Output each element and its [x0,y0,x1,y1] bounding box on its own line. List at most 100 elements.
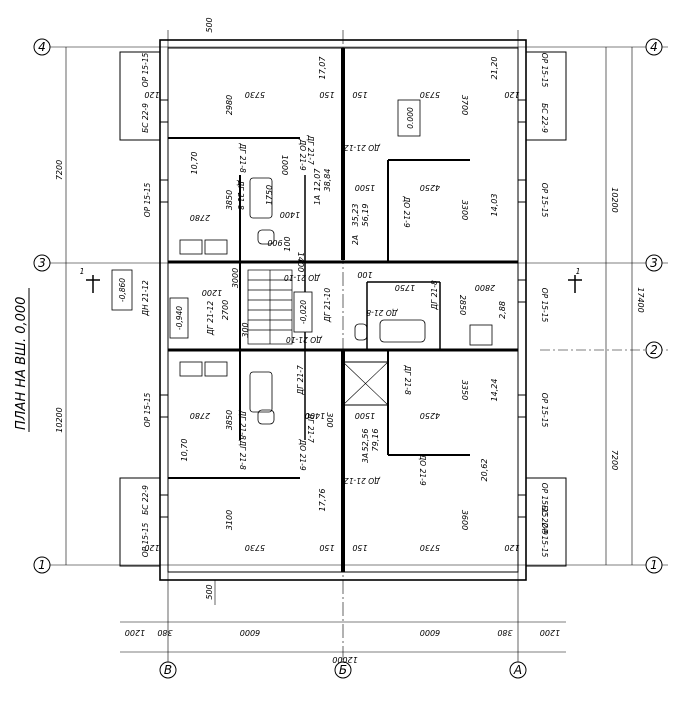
area-13: 17,76 [318,489,327,512]
win-lbl-9: ОР 15-15 [141,522,150,557]
dim-r-22: 1750 [395,283,415,292]
axis-left-1: 1 [38,558,46,572]
dims-outer-left: 7200 10200 [55,160,64,433]
fixtures [179,177,493,425]
dim-r-39: 100 [357,270,372,279]
area-0: 17,07 [318,56,327,80]
win-lbl-10: ОР 15-15 [540,523,549,558]
dim-r-36: 5730 [420,543,440,552]
level-markers: 0.000 -0,860 -0,940 -0,020 [111,99,421,339]
dim-r-23: 2850 [458,295,467,315]
internal-walls [168,48,518,572]
axis-bubbles [33,38,663,679]
level-minus-0020: -0,020 [299,300,308,324]
dim-right-7200: 7200 [610,450,619,470]
dim-r-31: 3100 [225,510,234,530]
win-lbl-11: БС 22-9 [141,485,150,515]
axis-right-3: 3 [650,256,658,270]
dim-r-24: 2800 [475,283,495,292]
dim-r-32: 3600 [460,510,469,530]
dim-r-17: 900 [267,238,282,247]
room-tag-3a: 3А [361,453,370,463]
area-5: 35,23 [351,204,360,227]
dim-r-3: 5730 [420,90,440,99]
dim-r-10: 4250 [420,183,440,192]
dim-r-7: 3700 [460,95,469,115]
section-mark-left: 1 [80,267,85,276]
room-areas: 17,07 21,20 10,70 12,07 38,84 35,23 56,1… [180,56,507,512]
section-mark-right: 1 [576,267,581,276]
dim-r-25: 3350 [460,380,469,400]
area-14: 20,62 [480,459,489,482]
door-lbl-4: ДО 21-9 [402,195,411,227]
door-lbl-15: ДГ 21-8 [238,409,247,440]
dim-r-34: 150 [319,543,334,552]
dim-b-1200b: 1200 [540,628,560,637]
door-lbl-14: ДГ 21-8 [238,439,247,470]
dim-r-35: 150 [352,543,367,552]
door-lbl-16: ДГ 21-7 [306,412,315,443]
dim-r-8: 3850 [225,190,234,210]
win-lbl-7: ОР 15-15 [143,392,152,427]
level-minus-0940: -0,940 [175,306,184,330]
dims-outer-right: 10200 17400 7200 [610,187,645,470]
dim-right-10200: 10200 [610,187,619,212]
section-marks [86,275,582,293]
area-10: 10,70 [180,439,189,462]
axis-bottom-b: Б [339,663,347,677]
door-lbl-7: ДН 21-12 [141,280,150,317]
win-lbl-5: ОР 15-15 [540,183,549,218]
dim-r-16: 100 [283,236,292,251]
dim-r-27: 3850 [225,410,234,430]
dim-r-21: 3000 [231,268,240,288]
window-labels: ОР 15-15 БС 22-9 ОР 15-15 ОР 15-15 БС 22… [141,52,549,557]
dim-b-380b: 380 [497,628,512,637]
dim-r-30: 4250 [420,411,440,420]
area-3: 12,07 [313,168,322,192]
dims-bottom: 1200 380 6000 6000 380 1200 12000 500 50… [125,17,560,664]
door-lbl-12: ДО 21-10 [286,335,323,344]
dim-r-9: 1750 [265,185,274,205]
stair [247,269,293,345]
win-lbl-13: БС 22-9 [540,505,549,535]
axis-right-2: 2 [650,343,658,357]
door-lbl-5: ДГ 21-8 [236,179,245,210]
dim-r-20: 1200 [202,288,222,297]
dim-r-11: 3300 [460,200,469,220]
dim-b-12000: 12000 [332,655,357,664]
dim-r-13: 1000 [280,155,289,175]
dim-r-6: 2980 [225,95,234,115]
dim-r-18: 1400 [296,252,305,272]
dim-r-28: 2780 [190,411,210,420]
door-lbl-19: ДО 21-12 [344,476,381,485]
win-lbl-2: ОР 15-15 [143,182,152,217]
dim-left-10200: 10200 [55,407,64,432]
level-minus-0860: -0,860 [118,278,127,302]
area-9: 14,24 [490,379,499,402]
door-lbl-8: ДО 21-10 [284,273,321,282]
area-4: 38,84 [323,169,332,192]
sheet-title: ПЛАН НА ВШ. 0,000 [14,297,29,430]
dim-r-33: 5730 [245,543,265,552]
dim-r-37: 120 [144,543,159,552]
door-lbl-2: ДГ 21-8 [238,142,247,173]
axis-right-1: 1 [650,558,658,572]
area-6: 56,19 [361,204,370,227]
dim-r-38: 120 [504,543,519,552]
win-lbl-4: БС 22-9 [540,103,549,133]
windows [159,99,527,518]
door-lbl-1: ДО 21-9 [298,138,307,170]
door-lbl-6: ДГ 21-12 [206,301,215,336]
dim-right-17400: 17400 [636,287,645,312]
room-type-tags: 1А 2А 3А [313,195,370,463]
door-lbl-13: ДО 21-9 [298,438,307,470]
dim-r-5: 120 [504,90,519,99]
dim-r-19: 2700 [221,300,230,320]
room-tag-2a: 2А [351,235,360,245]
dims-room: 5730 150 150 5730 120 120 2980 3700 3850… [144,90,519,552]
dim-r-4: 120 [144,90,159,99]
dim-r-26: 1500 [355,411,375,420]
door-labels: ДО 21-12 ДО 21-9 ДГ 21-8 ДГ 21-7 ДО 21-9… [141,134,439,486]
axis-left-3: 3 [38,256,46,270]
axis-bottom-a: А [513,663,522,677]
